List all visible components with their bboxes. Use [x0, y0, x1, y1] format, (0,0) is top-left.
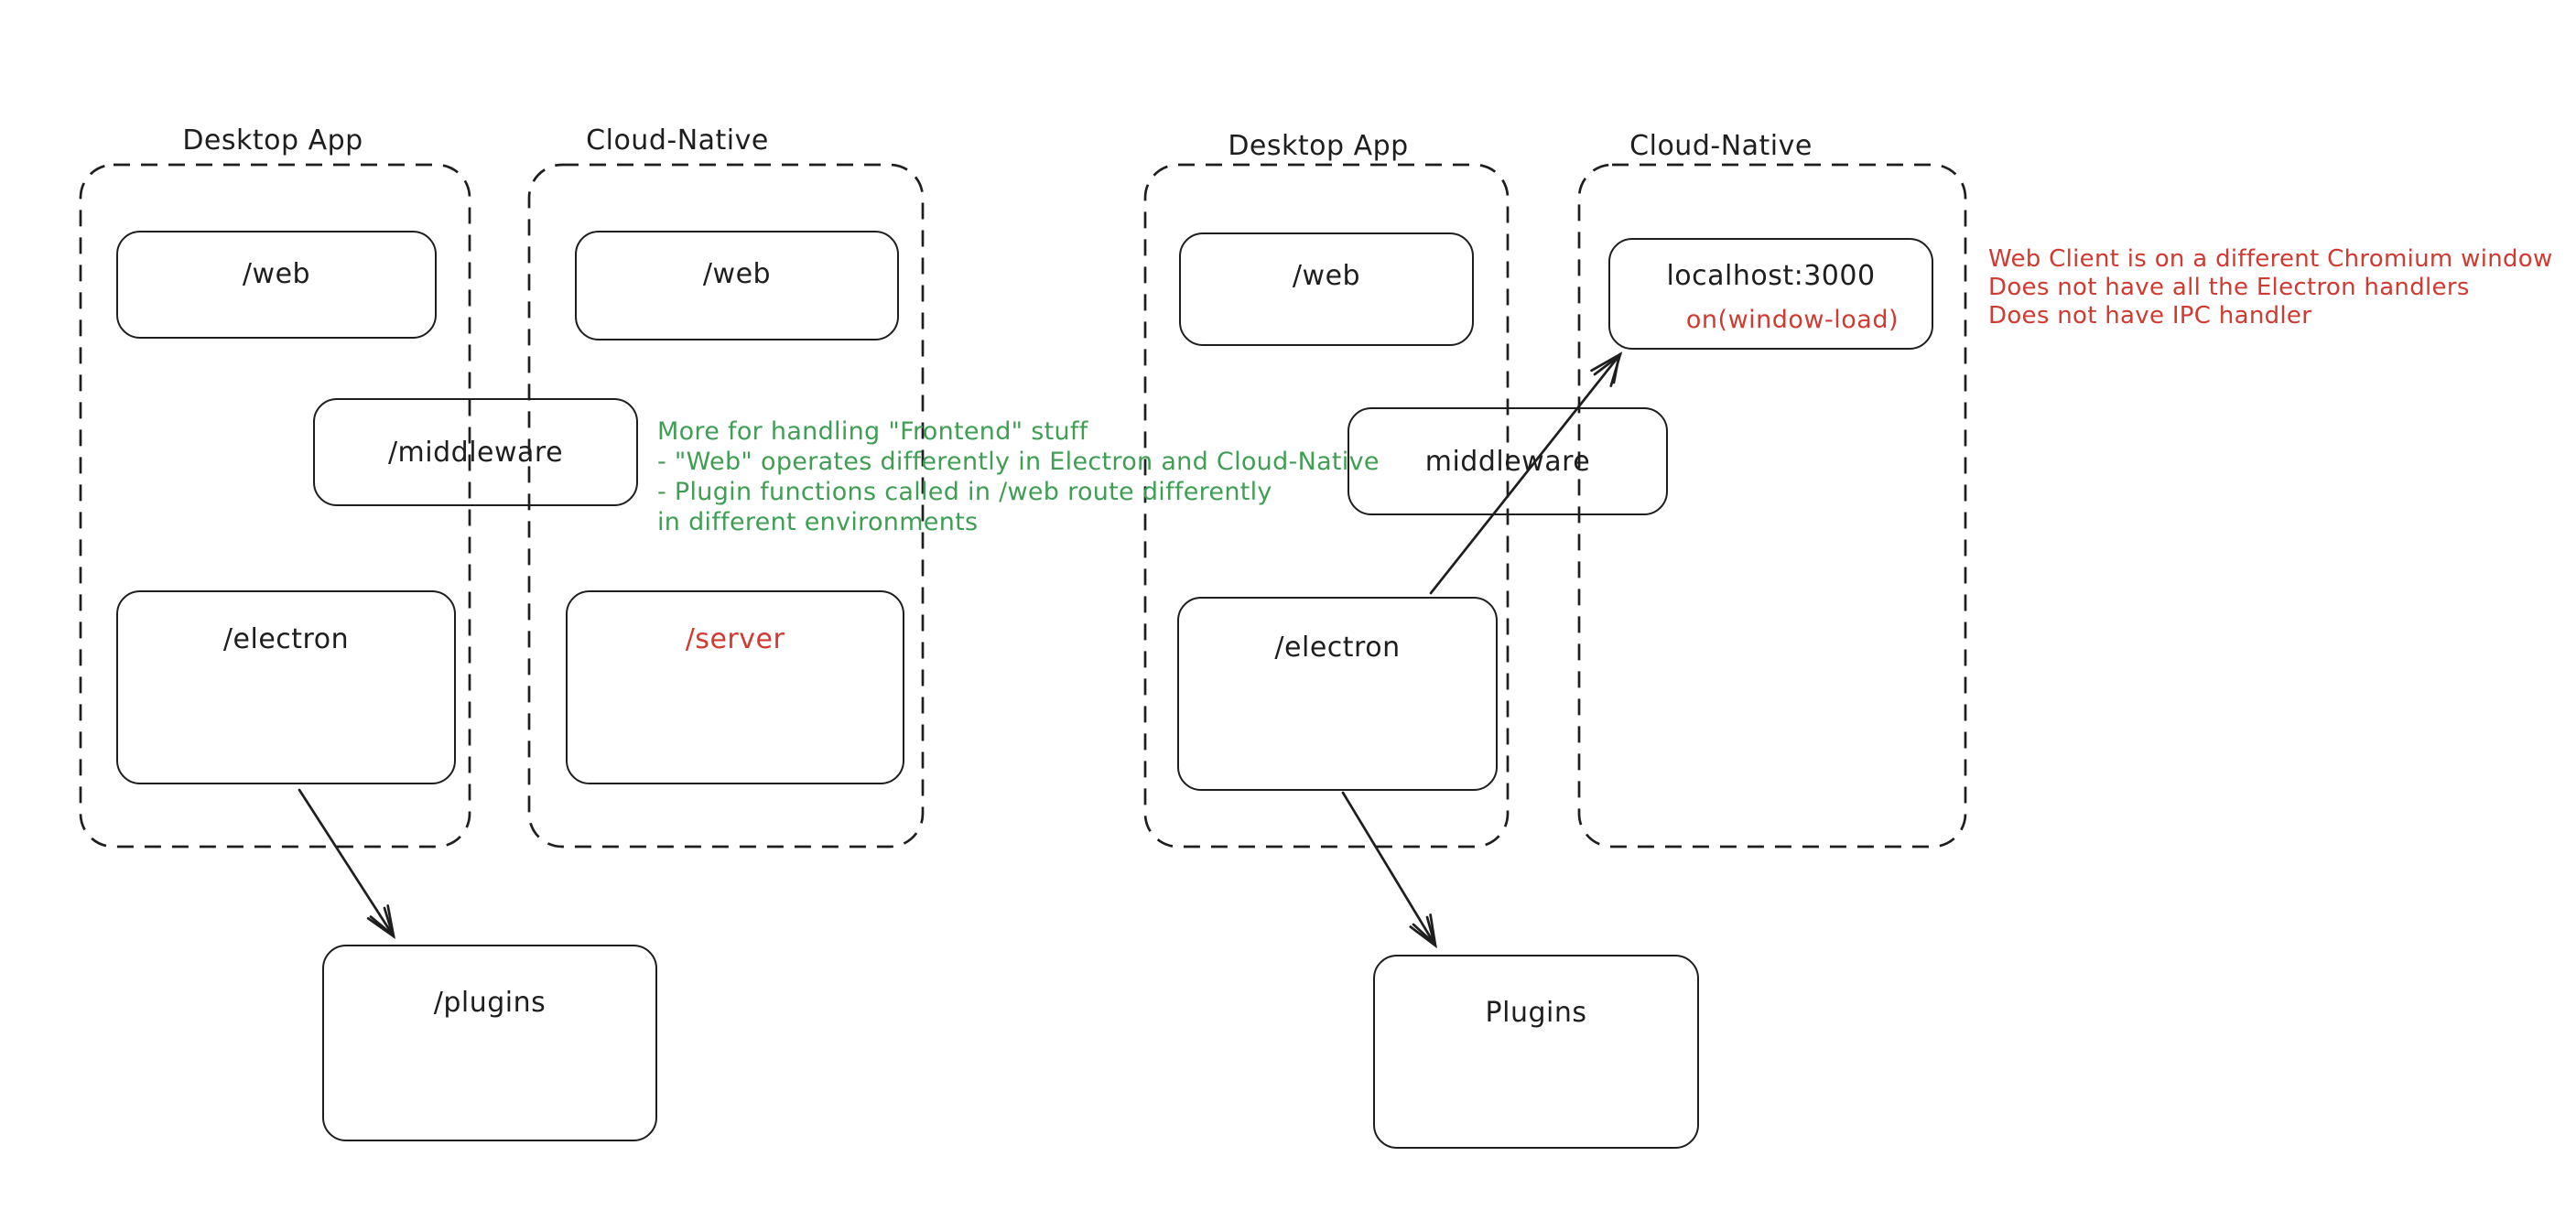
red-note-line: Does not have all the Electron handlers: [1988, 274, 2470, 301]
annotation-green-note[interactable]: More for handling "Frontend" stuff - "We…: [657, 416, 1380, 537]
box-localhost-3000-label: localhost:3000: [1666, 260, 1876, 292]
box-middleware-left-label: /middleware: [387, 436, 564, 469]
box-middleware-right-label: middleware: [1424, 445, 1591, 478]
box-web-cloud-left[interactable]: /web: [575, 231, 899, 340]
box-web-desktop-right[interactable]: /web: [1179, 232, 1474, 346]
box-web-desktop-left-label: /web: [242, 258, 311, 290]
box-localhost-3000[interactable]: localhost:3000 on(window-load): [1608, 238, 1933, 350]
box-electron-right[interactable]: /electron: [1177, 597, 1498, 791]
box-plugins-left[interactable]: /plugins: [322, 945, 657, 1141]
green-note-line: in different environments: [657, 508, 979, 536]
box-web-desktop-right-label: /web: [1292, 260, 1361, 292]
red-note-line: Does not have IPC handler: [1988, 302, 2312, 330]
box-electron-left-label: /electron: [222, 623, 350, 655]
green-note-line: - "Web" operates differently in Electron…: [657, 448, 1380, 476]
on-window-load-label: on(window-load): [1685, 306, 1899, 334]
title-desktop-app-left[interactable]: Desktop App: [182, 124, 363, 157]
box-plugins-left-label: /plugins: [433, 987, 547, 1019]
box-plugins-right[interactable]: Plugins: [1373, 955, 1699, 1149]
box-server-left[interactable]: /server: [566, 590, 904, 784]
box-middleware-left[interactable]: /middleware: [313, 398, 638, 506]
box-electron-right-label: /electron: [1274, 632, 1401, 664]
box-plugins-right-label: Plugins: [1485, 997, 1587, 1029]
red-note-line: Web Client is on a different Chromium wi…: [1988, 245, 2553, 273]
title-cloud-native-left[interactable]: Cloud-Native: [586, 124, 769, 157]
title-desktop-app-right[interactable]: Desktop App: [1228, 130, 1409, 162]
title-cloud-native-right[interactable]: Cloud-Native: [1629, 130, 1813, 162]
box-web-cloud-left-label: /web: [702, 258, 772, 290]
container-desktop-app-right[interactable]: [1143, 163, 1510, 848]
green-note-line: More for handling "Frontend" stuff: [657, 417, 1088, 446]
box-middleware-right[interactable]: middleware: [1348, 407, 1668, 515]
box-web-desktop-left[interactable]: /web: [116, 231, 437, 339]
green-note-line: - Plugin functions called in /web route …: [657, 478, 1272, 506]
annotation-red-note[interactable]: Web Client is on a different Chromium wi…: [1988, 245, 2553, 330]
box-server-left-label: /server: [685, 623, 785, 655]
box-electron-left[interactable]: /electron: [116, 590, 456, 784]
